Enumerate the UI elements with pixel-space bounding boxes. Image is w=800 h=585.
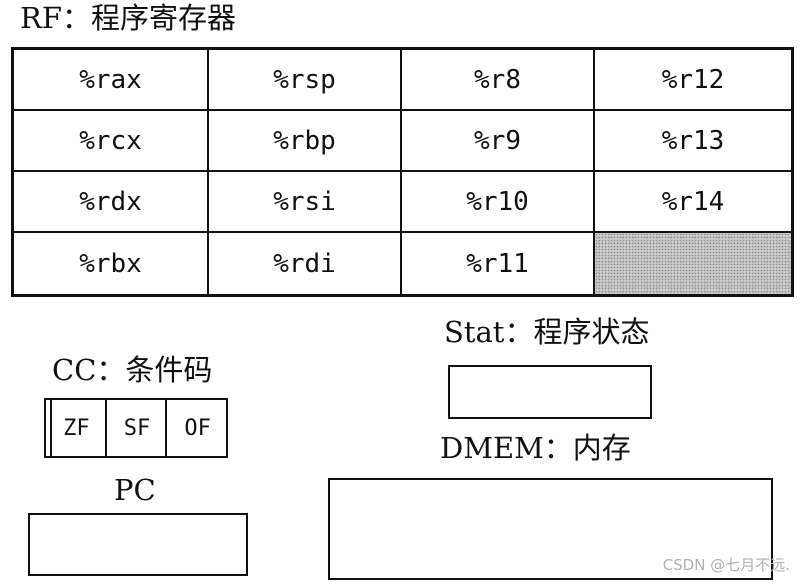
register-cell: %rbx bbox=[14, 233, 209, 294]
register-cell: %rbp bbox=[209, 111, 402, 172]
register-file-grid: %rax %rsp %r8 %r12 %rcx %rbp %r9 %r13 %r… bbox=[11, 47, 794, 297]
register-file-title: RF：程序寄存器 bbox=[20, 1, 236, 35]
pc-title: PC bbox=[114, 473, 156, 507]
condition-codes-title: CC：条件码 bbox=[52, 353, 213, 387]
register-cell: %r11 bbox=[402, 233, 595, 294]
flag-zf: ZF bbox=[48, 400, 107, 456]
flag-of: OF bbox=[184, 415, 211, 441]
register-cell: %r8 bbox=[402, 50, 595, 111]
register-cell: %r12 bbox=[595, 50, 791, 111]
dmem-title: DMEM：内存 bbox=[440, 431, 631, 465]
register-cell: %rsi bbox=[209, 172, 402, 233]
flag-sf: SF bbox=[109, 400, 168, 456]
condition-codes-box: ZF SF OF bbox=[44, 398, 228, 458]
register-cell: %rcx bbox=[14, 111, 209, 172]
register-cell: %r13 bbox=[595, 111, 791, 172]
stat-box bbox=[448, 365, 652, 419]
unused-register-cell bbox=[595, 233, 791, 294]
register-cell: %rax bbox=[14, 50, 209, 111]
register-cell: %r10 bbox=[402, 172, 595, 233]
register-cell: %rdi bbox=[209, 233, 402, 294]
dmem-box bbox=[328, 478, 773, 580]
register-cell: %rsp bbox=[209, 50, 402, 111]
stat-title: Stat：程序状态 bbox=[444, 315, 650, 349]
register-cell: %rdx bbox=[14, 172, 209, 233]
register-cell: %r9 bbox=[402, 111, 595, 172]
pc-box bbox=[28, 513, 248, 576]
watermark: CSDN @七月不远. bbox=[662, 556, 790, 574]
register-cell: %r14 bbox=[595, 172, 791, 233]
